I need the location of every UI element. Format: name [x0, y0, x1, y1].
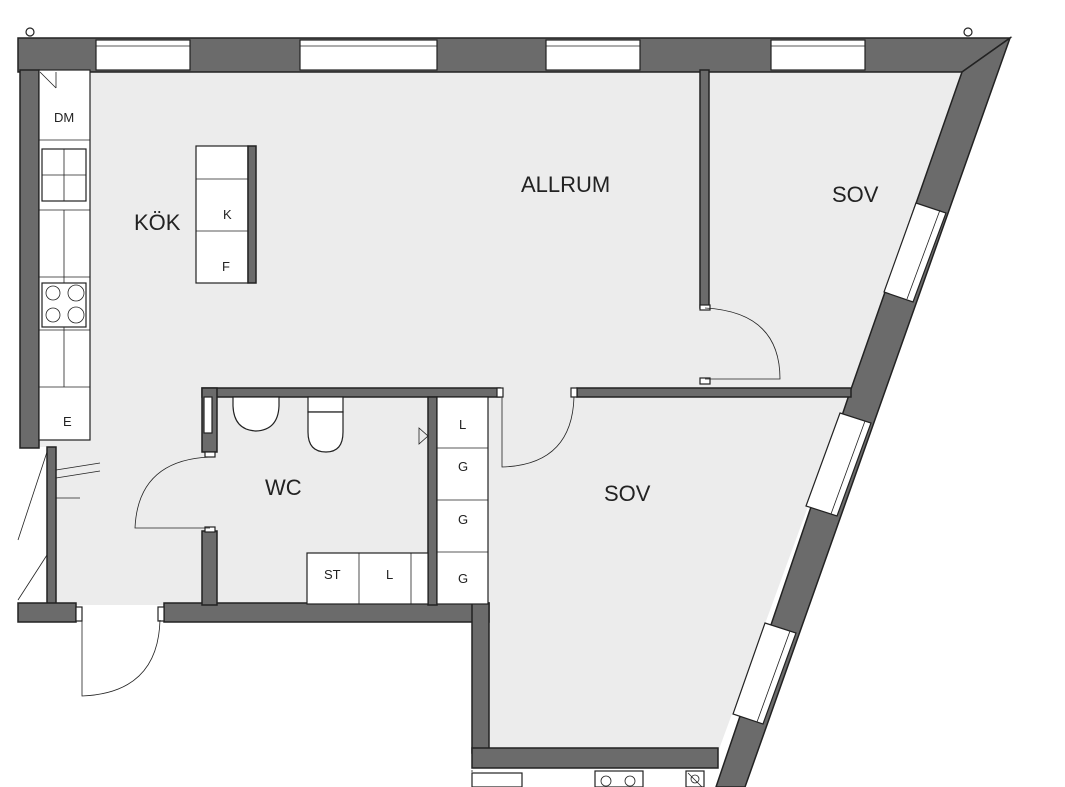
- interior-walls: [17, 69, 852, 769]
- kitchen-counter: DM E: [38, 69, 91, 441]
- hob-icon: [41, 282, 87, 328]
- window-1: [95, 39, 191, 71]
- wardrobe-l-label: L: [459, 417, 466, 432]
- washbasin-icon: [232, 396, 280, 432]
- neighbor-fixtures: [471, 660, 705, 787]
- window-3: [545, 39, 641, 71]
- door-sov-top[interactable]: [704, 307, 781, 380]
- exterior-wall-diagonal: [715, 36, 1012, 787]
- window-7: [732, 622, 797, 725]
- wc-fixtures: ST L: [203, 396, 429, 605]
- room-labels: ALLRUM KÖK SOV SOV WC: [134, 172, 879, 506]
- room-label-sov-bottom: SOV: [604, 481, 651, 506]
- washer-label: ST: [324, 567, 341, 582]
- window-2: [299, 39, 438, 71]
- room-label-kok: KÖK: [134, 210, 181, 235]
- floor-area: [38, 70, 962, 752]
- window-6: [805, 412, 872, 517]
- room-label-sov-top: SOV: [832, 182, 879, 207]
- window-5: [883, 202, 947, 303]
- freezer-label: F: [222, 259, 230, 274]
- door-wc[interactable]: [134, 456, 211, 529]
- dishwasher-label: DM: [54, 110, 74, 125]
- room-label-allrum: ALLRUM: [521, 172, 610, 197]
- window-4: [770, 39, 866, 71]
- toilet-icon: [307, 396, 344, 453]
- stove-label: E: [63, 414, 72, 429]
- fridge-freezer-unit: K F: [195, 145, 257, 284]
- doors: [17, 304, 781, 697]
- door-entrance[interactable]: [81, 619, 161, 697]
- room-label-wc: WC: [265, 475, 302, 500]
- exterior-wall-top: [17, 27, 1013, 73]
- wc-cabinet-label: L: [386, 567, 393, 582]
- door-sov-bottom[interactable]: [501, 396, 575, 468]
- wardrobes: L G G G: [418, 396, 489, 605]
- wardrobe-g1-label: G: [458, 459, 468, 474]
- fridge-label: K: [223, 207, 232, 222]
- wardrobe-g2-label: G: [458, 512, 468, 527]
- wardrobe-g3-label: G: [458, 571, 468, 586]
